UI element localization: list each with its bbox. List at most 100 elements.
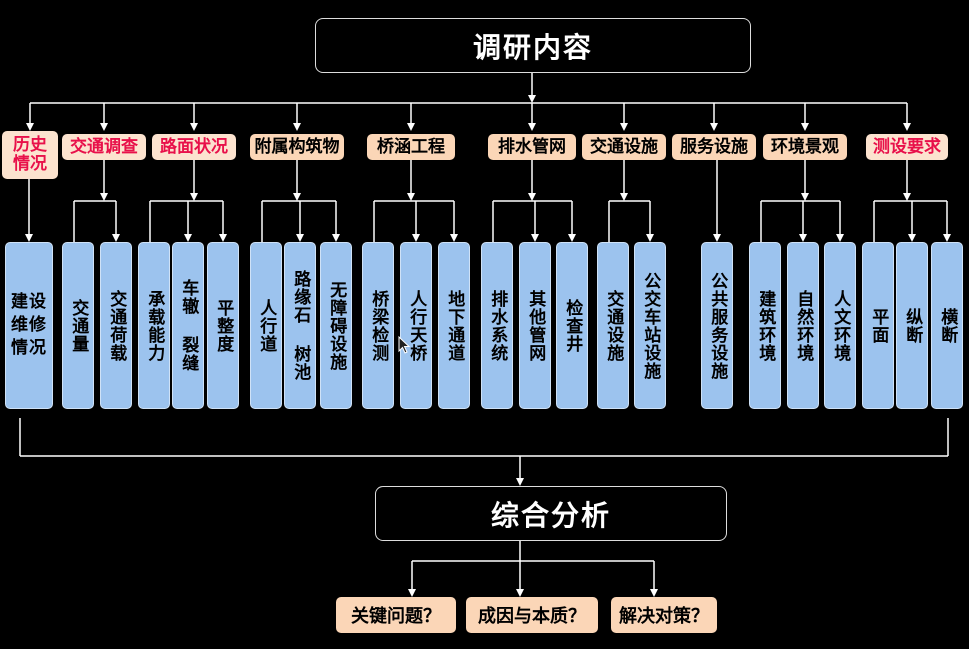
- item-0: 建设维修情况: [5, 242, 53, 409]
- arrow-head: [620, 193, 628, 201]
- arrow-head: [296, 234, 304, 242]
- item-20: 人文环境: [824, 242, 856, 409]
- item-23: 横断: [931, 242, 963, 409]
- item-label: 平整度: [213, 298, 234, 353]
- arrow-head: [903, 193, 911, 201]
- arrow-head: [568, 234, 576, 242]
- item-1: 交通量: [62, 242, 94, 409]
- item-17: 公共服务设施: [701, 242, 733, 409]
- item-label: 自然环境: [793, 289, 814, 362]
- arrow-head: [908, 234, 916, 242]
- item-label: 无障碍设施: [326, 280, 347, 371]
- item-2: 交通荷载: [100, 242, 132, 409]
- item-label: 交通设施: [603, 289, 624, 362]
- arrow-head: [531, 234, 539, 242]
- category-2: 路面状况: [152, 134, 236, 160]
- item-label: 人文环境: [830, 289, 851, 362]
- item-10: 人行天桥: [400, 242, 432, 409]
- arrow-head: [408, 589, 416, 597]
- category-7: 服务设施: [672, 134, 756, 160]
- item-label: 排水系统: [487, 289, 508, 362]
- arrow-head: [26, 123, 34, 131]
- question-1: 成因与本质？: [466, 597, 598, 633]
- item-4: 车辙 裂缝: [172, 242, 204, 409]
- item-19: 自然环境: [787, 242, 819, 409]
- arrow-head: [412, 234, 420, 242]
- arrow-head: [190, 193, 198, 201]
- item-15: 交通设施: [597, 242, 629, 409]
- arrow-head: [407, 193, 415, 201]
- arrow-head: [332, 234, 340, 242]
- arrow-head: [710, 123, 718, 131]
- item-6: 人行道: [250, 242, 282, 409]
- item-7: 路缘石 树池: [284, 242, 316, 409]
- arrow-head: [528, 95, 536, 103]
- item-label: 交通荷载: [106, 289, 127, 362]
- category-8: 环境景观: [763, 134, 847, 160]
- arrow-head: [100, 123, 108, 131]
- arrow-head: [516, 478, 524, 486]
- item-12: 排水系统: [481, 242, 513, 409]
- arrow-head: [903, 123, 911, 131]
- category-9: 测设要求: [866, 134, 948, 160]
- item-label: 建设维修情况: [11, 292, 47, 358]
- arrow-head: [407, 123, 415, 131]
- arrow-head: [836, 234, 844, 242]
- item-label: 车辙 裂缝: [178, 279, 199, 372]
- item-label: 其他管网: [525, 289, 546, 362]
- item-label: 人行道: [256, 298, 277, 353]
- arrow-head: [528, 193, 536, 201]
- category-4: 桥涵工程: [367, 134, 455, 160]
- category-5: 排水管网: [488, 134, 576, 160]
- item-18: 建筑环境: [749, 242, 781, 409]
- arrow-head: [620, 123, 628, 131]
- arrow-head: [943, 234, 951, 242]
- category-1: 交通调查: [62, 134, 146, 160]
- arrow-head: [516, 589, 524, 597]
- arrow-head: [528, 123, 536, 131]
- arrow-head: [100, 193, 108, 201]
- item-5: 平整度: [207, 242, 239, 409]
- item-9: 桥梁检测: [362, 242, 394, 409]
- item-3: 承载能力: [138, 242, 170, 409]
- arrow-head: [293, 193, 301, 201]
- arrow-head: [450, 234, 458, 242]
- arrow-head: [801, 193, 809, 201]
- item-11: 地下通道: [438, 242, 470, 409]
- item-label: 纵断: [902, 307, 923, 344]
- question-2: 解决对策？: [611, 597, 717, 633]
- category-6: 交通设施: [582, 134, 666, 160]
- category-3: 附属构筑物: [250, 134, 344, 160]
- item-label: 横断: [937, 307, 958, 344]
- category-0: 历史 情况: [2, 131, 58, 179]
- comprehensive-analysis-title: 综合分析: [375, 486, 727, 541]
- item-13: 其他管网: [519, 242, 551, 409]
- arrow-head: [293, 123, 301, 131]
- arrow-head: [219, 234, 227, 242]
- item-8: 无障碍设施: [320, 242, 352, 409]
- arrow-head: [650, 589, 658, 597]
- arrow-head: [25, 234, 33, 242]
- item-label: 建筑环境: [755, 289, 776, 362]
- item-16: 公交车站设施: [634, 242, 666, 409]
- arrow-head: [713, 234, 721, 242]
- item-21: 平面: [862, 242, 894, 409]
- item-22: 纵断: [896, 242, 928, 409]
- arrow-head: [801, 123, 809, 131]
- item-label: 平面: [868, 307, 889, 344]
- arrow-head: [646, 234, 654, 242]
- item-label: 公共服务设施: [707, 271, 728, 380]
- arrow-head: [112, 234, 120, 242]
- research-content-title: 调研内容: [315, 18, 751, 73]
- item-label: 承载能力: [144, 289, 165, 362]
- item-label: 公交车站设施: [640, 271, 661, 380]
- item-label: 桥梁检测: [368, 289, 389, 362]
- arrow-head: [184, 234, 192, 242]
- arrow-head: [799, 234, 807, 242]
- item-14: 检查井: [556, 242, 588, 409]
- mouse-cursor-icon: [398, 336, 411, 354]
- arrow-head: [190, 123, 198, 131]
- item-label: 地下通道: [444, 289, 465, 362]
